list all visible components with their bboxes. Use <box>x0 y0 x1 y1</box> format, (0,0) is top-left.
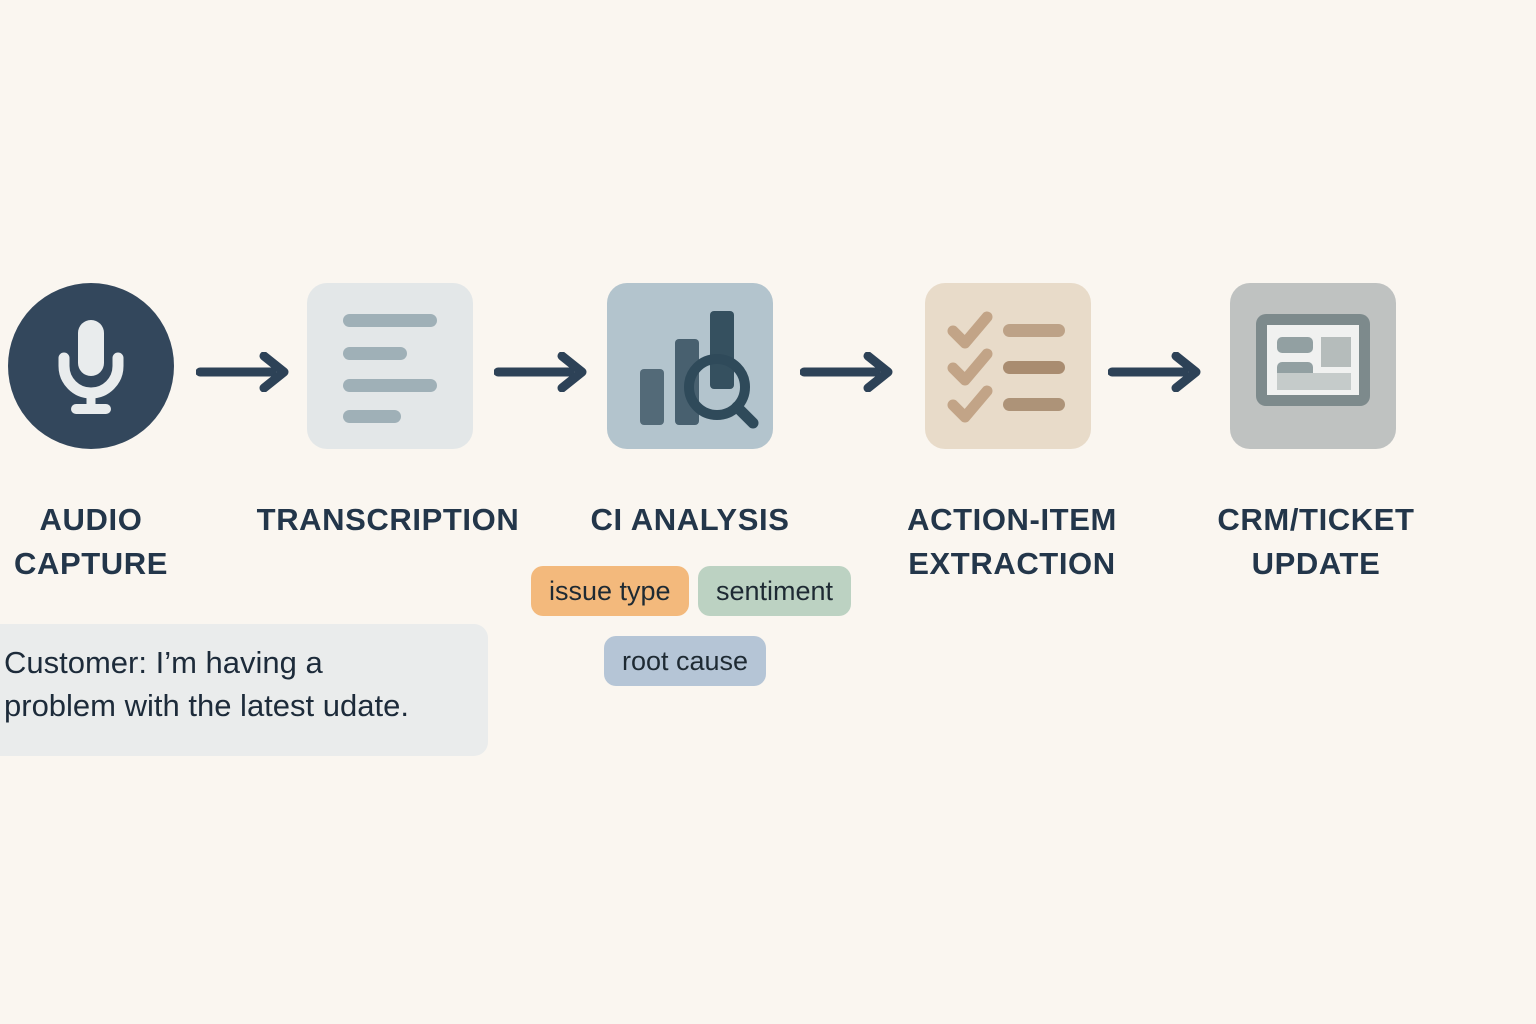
tag-issue-type: issue type <box>531 566 689 616</box>
window-card-icon <box>1256 314 1370 406</box>
stage-label-transcription: TRANSCRIPTION <box>256 502 520 537</box>
document-lines-icon <box>343 314 437 327</box>
checklist-icon <box>947 311 1065 423</box>
stage-audio-capture <box>8 283 174 449</box>
arrow-right-icon <box>195 351 289 393</box>
arrow-2 <box>493 351 590 393</box>
document-line <box>343 410 401 423</box>
tag-root-cause: root cause <box>604 636 767 686</box>
stage-label-action-item-extraction: ACTION-ITEM EXTRACTION <box>907 502 1117 582</box>
action-item-icon-tile <box>925 283 1091 449</box>
arrow-1 <box>195 351 292 393</box>
transcript-bubble-text: Customer: I’m having a problem with the … <box>4 645 409 723</box>
arrow-right-icon <box>1107 351 1201 393</box>
stage-label-ci-analysis: CI ANALYSIS <box>590 502 790 537</box>
bar-chart-magnifier-icon <box>640 311 759 429</box>
stage-action-item-extraction <box>925 283 1091 449</box>
microphone-icon <box>58 320 124 414</box>
stage-label-crm-ticket-update: CRM/TICKET UPDATE <box>1217 502 1415 582</box>
stage-ci-analysis <box>607 283 773 449</box>
stage-transcription <box>307 283 473 449</box>
arrow-3 <box>799 351 896 393</box>
arrow-right-icon <box>799 351 893 393</box>
transcription-icon-tile <box>307 283 473 449</box>
arrow-4 <box>1107 351 1204 393</box>
document-line <box>343 347 407 360</box>
ci-analysis-icon-tile <box>607 283 773 449</box>
transcript-bubble: Customer: I’m having a problem with the … <box>0 624 488 756</box>
tag-sentiment: sentiment <box>698 566 852 616</box>
stage-crm-ticket-update <box>1230 283 1396 449</box>
audio-capture-icon-tile <box>8 283 174 449</box>
arrow-right-icon <box>493 351 587 393</box>
stage-label-audio-capture: AUDIO CAPTURE <box>13 502 169 582</box>
document-line <box>343 379 437 392</box>
crm-icon-tile <box>1230 283 1396 449</box>
